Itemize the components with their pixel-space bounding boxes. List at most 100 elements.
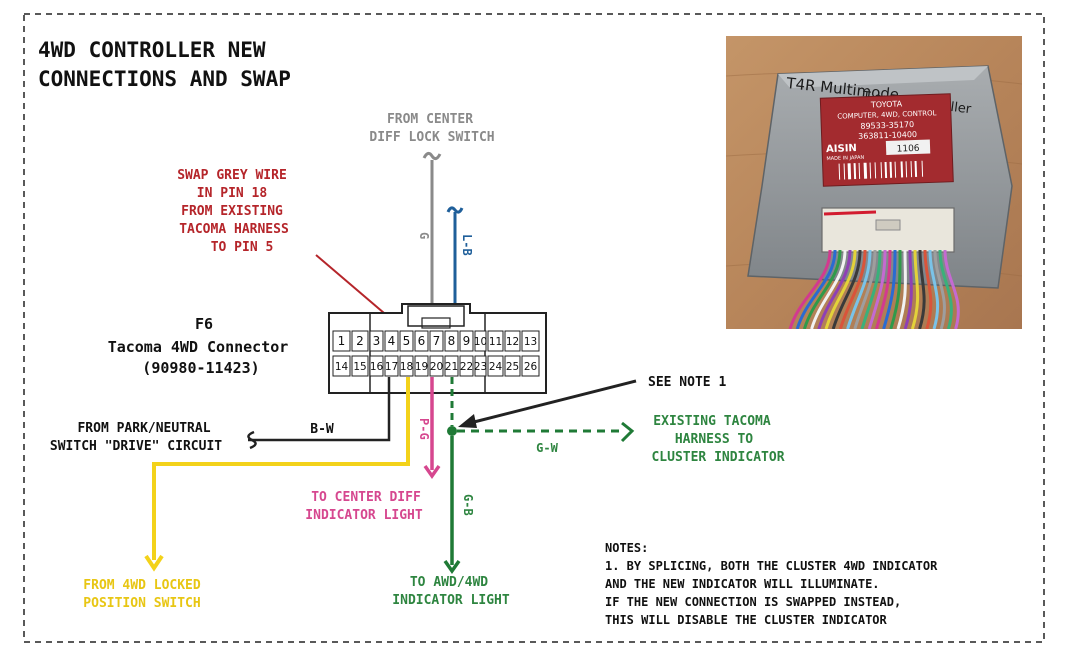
connector-pin-cell (429, 330, 444, 352)
connector-pin-number: 20 (430, 361, 443, 373)
connector-pin-number: 24 (489, 361, 503, 373)
swap-note-line-5: TO PIN 5 (211, 240, 274, 255)
photo-connector-latch (875, 219, 901, 231)
connector-pin-cell (399, 355, 414, 377)
wire-label-pg: P-G (417, 418, 431, 440)
connector-pin-number: 16 (370, 361, 384, 373)
existing-harness-label-1: EXISTING TACOMA (653, 414, 771, 429)
photo-wire (831, 249, 862, 329)
notes-line-3: IF THE NEW CONNECTION IS SWAPPED INSTEAD… (605, 595, 901, 609)
connector-pin-cell (521, 330, 540, 352)
photo-wire (889, 249, 902, 329)
connector-pin-number: 18 (400, 361, 413, 373)
swap-note-line-1: SWAP GREY WIRE (177, 168, 287, 183)
barcode-bar (884, 161, 888, 179)
connector-pin-cell (487, 330, 504, 352)
photo-label-barcode (838, 160, 924, 180)
barcode-bar (838, 163, 841, 180)
photo-wire (846, 249, 872, 329)
connector-pin-cell (384, 355, 399, 377)
photo-wire (817, 249, 852, 329)
see-note-arrow-shaft (469, 379, 637, 425)
barcode-bar (874, 162, 877, 179)
barcode-bar (914, 160, 918, 178)
connector-pin-cell (474, 355, 487, 377)
connector-pin-cell (474, 330, 487, 352)
title-line-1: 4WD CONTROLLER NEW (38, 38, 266, 62)
notes-line-1: 1. BY SPLICING, BOTH THE CLUSTER 4WD IND… (605, 559, 938, 573)
connector-latch-inner (421, 317, 451, 329)
photo-label-code-box (885, 139, 931, 155)
connector-pin-number: 21 (445, 361, 458, 373)
connector-pin-number: 8 (448, 334, 456, 348)
photo-wire (933, 249, 946, 329)
photo-label-maker: AISIN (826, 143, 857, 155)
connector-pin-cell (384, 330, 399, 352)
green-wire-gw-end (620, 421, 635, 443)
from-center-label-1: FROM CENTER (387, 112, 473, 127)
photo-wire (788, 249, 832, 329)
awd-indicator-label-2: INDICATOR LIGHT (392, 593, 510, 608)
photo-wire (853, 249, 877, 329)
connector-pin-number: 9 (463, 334, 471, 348)
barcode-bar (843, 163, 846, 180)
photo-wire (795, 249, 837, 329)
connector-pin-number: 5 (403, 334, 411, 348)
wire-label-gw: G-W (536, 441, 558, 455)
connector-latch (407, 305, 465, 327)
black-wire (248, 377, 391, 442)
connector-pin-number: 26 (524, 361, 538, 373)
wire-label-lb: L-B (460, 234, 474, 256)
connector-pin-cell (459, 330, 474, 352)
notes-line-2: AND THE NEW INDICATOR WILL ILLUMINATE. (605, 577, 880, 591)
photo-wire (896, 249, 907, 329)
existing-harness-label-2: HARNESS TO (675, 432, 753, 447)
connector-pin-number: 14 (335, 361, 349, 373)
awd-indicator-label-1: TO AWD/4WD (410, 575, 488, 590)
connector-pin-number: 6 (418, 334, 426, 348)
connector-pin-cell (504, 330, 521, 352)
photo-label-part: 89533-35170 (860, 120, 914, 131)
connector-pin-number: 13 (524, 336, 537, 348)
existing-harness-label-3: CLUSTER INDICATOR (651, 450, 784, 465)
notes-block: NOTES: 1. BY SPLICING, BOTH THE CLUSTER … (605, 541, 938, 627)
photo-label-origin: MADE IN JAPAN (826, 155, 864, 162)
connector-pin-cell (399, 330, 414, 352)
barcode-bar (889, 161, 893, 178)
barcode-bar (847, 163, 852, 180)
connector-pin-number: 10 (474, 336, 487, 348)
connector-pin-cell (414, 355, 429, 377)
yellow-wire (152, 377, 410, 560)
connector-pin-cell (369, 330, 384, 352)
connector-pin-number: 22 (460, 361, 473, 373)
wire-label-gb: G-B (461, 494, 475, 516)
photo-label-serial: 363811-10400 (858, 130, 917, 141)
photo-wire (943, 249, 960, 329)
connector-pin-number: 4 (388, 334, 396, 348)
connector-pin-number: 19 (415, 361, 428, 373)
barcode-bar (910, 161, 913, 178)
photo-wire (938, 249, 953, 329)
connector-pin-cell (369, 355, 384, 377)
connector-pin-number: 17 (385, 361, 398, 373)
grey-wire-break (422, 151, 442, 161)
photo-wire (903, 249, 913, 329)
photo-wire (882, 249, 897, 329)
green-wire-gb-end (443, 559, 461, 575)
blue-wire-break (446, 206, 464, 214)
photo-wire (860, 249, 882, 329)
swap-note-line-3: FROM EXISTING (181, 204, 283, 219)
center-diff-indicator-label-1: TO CENTER DIFF (311, 490, 421, 505)
barcode-bar (921, 160, 924, 177)
photo-wire (838, 249, 867, 329)
connector-pin-number: 3 (373, 334, 381, 348)
locked-switch-label-2: POSITION SWITCH (83, 596, 200, 611)
photo-label-desc: COMPUTER, 4WD, CONTROL (837, 109, 937, 120)
black-wire-break (247, 430, 257, 450)
photo-label: TOYOTA COMPUTER, 4WD, CONTROL 89533-3517… (819, 93, 954, 187)
connector-pin-cell (414, 330, 429, 352)
connector-pin-number: 7 (433, 334, 441, 348)
photo-label-bg (819, 93, 954, 187)
